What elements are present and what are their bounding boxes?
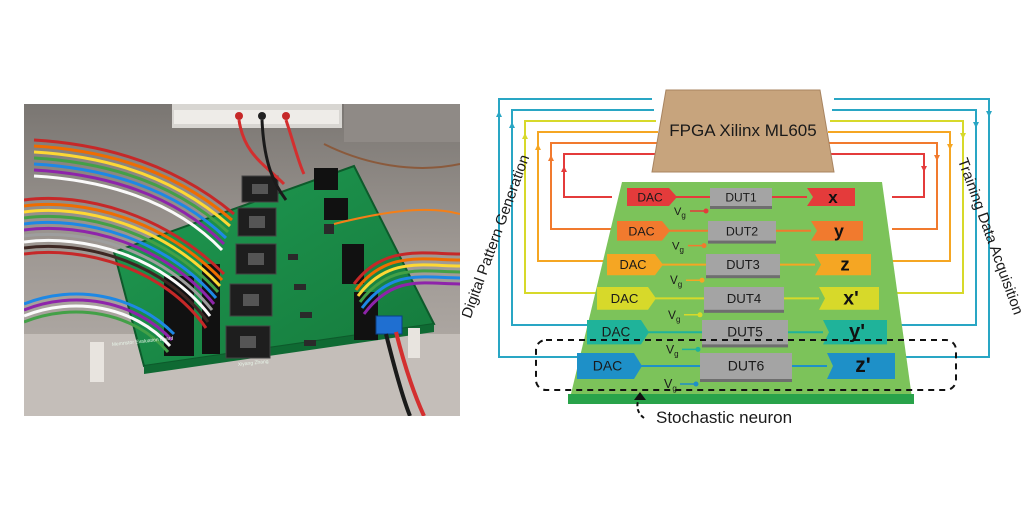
dac-label: DAC — [619, 257, 646, 272]
loop-trace-right — [832, 109, 977, 326]
dut-block — [704, 287, 784, 310]
dut-block — [700, 353, 792, 379]
output-tag — [815, 254, 871, 276]
output-label: y — [834, 221, 844, 241]
output-tag — [819, 287, 879, 310]
signal-loops — [496, 98, 992, 358]
dac-label: DAC — [628, 224, 654, 238]
fpga-block — [651, 89, 835, 173]
socket-centers — [240, 184, 268, 348]
power-wire-red — [394, 331, 426, 416]
loop-arrow-icon — [522, 133, 528, 139]
dut-label: DUT2 — [726, 224, 758, 238]
output-label: y' — [849, 321, 865, 343]
standoff — [408, 328, 420, 358]
vg-node-icon — [697, 312, 703, 318]
loop-trace-right — [824, 153, 925, 198]
dut-label: DUT1 — [725, 191, 757, 205]
vg-node-icon — [699, 277, 705, 283]
dut-label: DUT5 — [727, 325, 763, 340]
loop-trace-right — [828, 131, 951, 262]
loop-arrow-icon — [921, 166, 927, 172]
lab-shelf — [344, 104, 460, 142]
output-tag — [827, 353, 895, 379]
ribbon-cable-lower — [24, 292, 176, 353]
loop-trace-left — [550, 142, 660, 230]
vg-node-icon — [693, 381, 699, 387]
loop-trace-right — [834, 98, 990, 358]
fpga-label: FPGA Xilinx ML605 — [669, 121, 816, 140]
loop-arrow-icon — [496, 111, 502, 117]
loop-arrow-icon — [960, 133, 966, 139]
dac-block — [587, 320, 649, 345]
dac-block — [617, 221, 670, 241]
test-lead-red — [237, 119, 286, 186]
ribbon-cable-right — [352, 251, 460, 315]
loop-trace-left — [498, 98, 652, 358]
board-silkscreen-2: Xiyang Zhang — [238, 359, 270, 368]
test-lead-black — [260, 119, 288, 201]
loop-trace-left — [537, 131, 658, 262]
instrument-knob — [258, 112, 266, 120]
loop-arrow-icon — [548, 155, 554, 161]
loop-arrow-icon — [535, 144, 541, 150]
output-tag — [823, 320, 887, 345]
loop-trace-left — [563, 153, 662, 198]
stochastic-neuron-boundary — [535, 339, 957, 391]
standoff — [90, 342, 104, 382]
jumper-wire — [333, 208, 460, 225]
vg-label: Vg — [674, 206, 686, 220]
vg-node-icon — [695, 346, 701, 352]
output-tag — [811, 221, 863, 241]
loop-trace-left — [511, 109, 654, 326]
jumper-wire — [323, 143, 460, 169]
dac-label: DAC — [593, 358, 623, 374]
dut-label: DUT6 — [728, 358, 765, 374]
test-lead-red — [284, 119, 306, 175]
dut-label: DUT3 — [726, 257, 759, 272]
pin-headers — [164, 168, 378, 356]
dac-label: DAC — [602, 325, 631, 340]
loop-arrow-icon — [509, 122, 515, 128]
power-wire-black — [384, 333, 412, 416]
dac-block — [607, 254, 663, 276]
dac-label: DAC — [637, 191, 663, 205]
ribbon-cable-left — [24, 196, 226, 329]
loop-trace-right — [826, 142, 938, 230]
loop-trace-left — [524, 120, 656, 294]
output-label: z — [840, 254, 849, 275]
dac-block — [627, 188, 677, 206]
dac-block — [577, 353, 642, 379]
stochastic-neuron-label: Stochastic neuron — [656, 408, 792, 427]
dut-label: DUT4 — [727, 291, 761, 306]
device-board-edge — [568, 394, 914, 404]
left-side-label: Digital Pattern Generation — [462, 152, 533, 320]
dut-block — [710, 188, 772, 206]
output-label: x — [828, 188, 838, 207]
loop-arrow-icon — [986, 111, 992, 117]
dac-block — [597, 287, 656, 310]
lab-instrument-front — [174, 110, 339, 124]
vg-node-icon — [701, 243, 707, 249]
instrument-knob — [282, 112, 290, 120]
output-label: x' — [843, 287, 858, 309]
instrument-knob — [235, 112, 243, 120]
dut-block — [708, 221, 776, 241]
ribbon-cable-left-2 — [33, 138, 235, 252]
vg-node-icon — [703, 208, 709, 214]
hardware-photo: Memristor Evaluation Board Xiyang Zhang — [24, 104, 460, 416]
loop-arrow-icon — [973, 122, 979, 128]
loop-trace-right — [830, 120, 964, 294]
loop-arrow-icon — [561, 166, 567, 172]
loop-arrow-icon — [947, 144, 953, 150]
stochastic-neuron-arrowhead — [634, 392, 646, 400]
dac-label: DAC — [611, 291, 639, 306]
output-tag — [807, 188, 855, 206]
dut-block — [706, 254, 780, 276]
terminal-block — [375, 315, 403, 335]
loop-arrow-icon — [934, 155, 940, 161]
output-label: z' — [855, 354, 871, 377]
